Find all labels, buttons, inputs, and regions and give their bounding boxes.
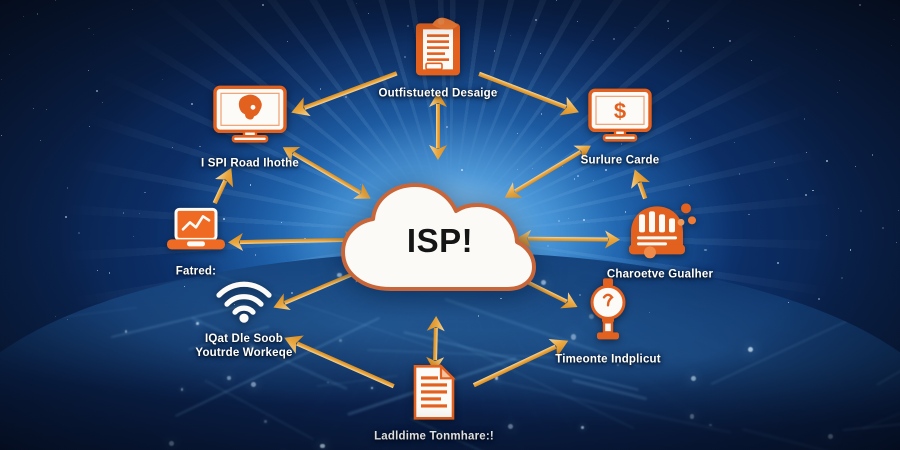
- node-ispi-road-ihothe[interactable]: I SPI Road Ihothe: [175, 85, 325, 170]
- node-label: Outfistueted Desaige: [378, 87, 498, 100]
- cloud-label: ISP!: [406, 222, 474, 259]
- node-label: I SPI Road Ihothe: [201, 157, 299, 170]
- laptop-chart-icon: [165, 207, 227, 260]
- node-label: Ladldime Tonmhare:!: [374, 430, 494, 443]
- node-ladldime-tonmhare[interactable]: Ladldime Tonmhare:!: [359, 363, 509, 443]
- node-label-line2: Youtrde Workeqe: [195, 347, 293, 360]
- wifi-icon: [215, 279, 273, 328]
- clipboard-icon: [412, 15, 464, 82]
- node-charoetve-gualher[interactable]: Charoetve Gualher: [585, 198, 735, 281]
- node-timeonte-indplicut[interactable]: Timeonte Indplicut: [533, 277, 683, 366]
- arrow: [631, 169, 650, 200]
- node-fatred[interactable]: Fatred:: [121, 207, 271, 278]
- node-label: Fatred:: [175, 265, 217, 278]
- node-label: IQat Dle Soob: [205, 333, 283, 346]
- monitor-money-icon: $: [587, 88, 653, 149]
- node-iqat-dle-soob[interactable]: IQat Dle Soob Youtrde Workeqe: [169, 279, 319, 361]
- node-surlure-carde[interactable]: $ Surlure Carde: [545, 88, 695, 167]
- node-label: Surlure Carde: [580, 154, 660, 167]
- node-label: Timeonte Indplicut: [555, 353, 661, 366]
- node-outfistueted-desaige[interactable]: Outfistueted Desaige: [363, 15, 513, 100]
- monitor-head-icon: [212, 85, 288, 152]
- document-icon: [411, 363, 457, 425]
- server-flask-icon: [623, 198, 697, 263]
- svg-text:$: $: [614, 98, 626, 123]
- lightbulb-icon: [587, 277, 629, 348]
- central-cloud-node[interactable]: ISP!: [333, 179, 543, 297]
- arrow: [429, 92, 447, 160]
